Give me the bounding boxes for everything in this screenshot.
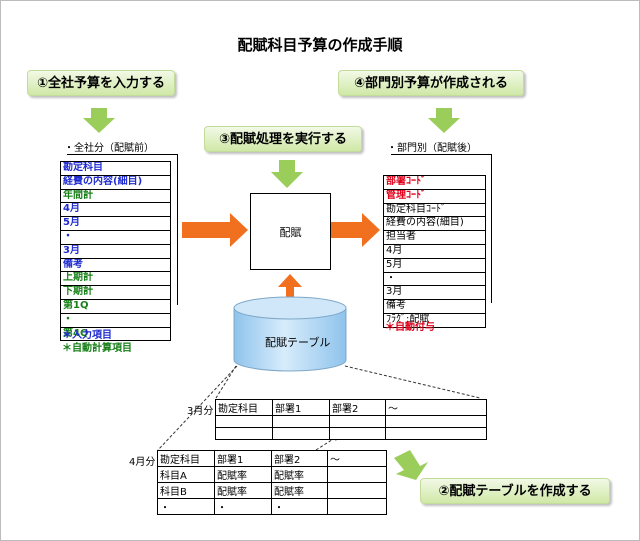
dept-list-row: 備考: [384, 300, 485, 314]
company-list-row: 4月: [61, 203, 170, 218]
table-cell: [329, 427, 386, 440]
company-list-row: 下期計: [61, 286, 170, 300]
table-cell: ・: [214, 498, 272, 515]
table-row: 科目B 配賦率 配賦率: [157, 482, 387, 499]
connector-cylinder-to-april: [157, 365, 238, 451]
legend-auto-calc-items: ＊自動計算項目: [62, 343, 132, 354]
company-list: 勘定科目 経費の内容(細目) 年間計 4月 5月 ・ 3月 備考 上期計 下期計…: [60, 161, 171, 342]
green-down-arrow-step1: [83, 108, 115, 133]
diagram-title: 配賦科目予算の作成手順: [237, 36, 403, 54]
dept-list-row: 勘定科目ｺｰﾄﾞ: [384, 204, 485, 218]
table-cell: [272, 427, 330, 440]
dept-list-row: ・: [384, 273, 485, 287]
table-header-cell: 勘定科目: [215, 399, 273, 416]
legend-input-items: ＊入力項目: [62, 330, 112, 341]
table-cell: 配賦率: [214, 482, 272, 499]
company-list-row: 第1Q: [61, 300, 170, 314]
step-4-dept-budget-created: ④部門別予算が作成される: [338, 70, 524, 96]
company-list-row: 第4Q: [63, 327, 89, 339]
table-cell: [327, 498, 387, 515]
table-header-cell: 部署2: [329, 399, 386, 416]
table-cell: 配賦率: [271, 466, 328, 483]
table-cell: [327, 466, 387, 483]
company-list-back-sheet: [67, 154, 178, 305]
table-cell: [329, 415, 386, 428]
orange-arrow-to-dept: [331, 213, 380, 247]
table-cell: ・: [157, 498, 215, 515]
green-diagonal-arrow-step2: [394, 450, 428, 480]
company-list-row: 5月: [61, 217, 170, 231]
step-2-create-allocation-table: ②配賦テーブルを作成する: [420, 478, 610, 504]
company-list-row: ・: [61, 314, 170, 328]
dept-list: 部署ｺｰﾄﾞ 管理ｺｰﾄﾞ 勘定科目ｺｰﾄﾞ 経費の内容(細目) 担当者 4月 …: [383, 175, 486, 328]
green-down-arrow-step3: [271, 160, 303, 188]
table-cell: [272, 415, 330, 428]
table-april-label: 4月分: [129, 457, 156, 468]
dept-list-row: 4月: [384, 245, 485, 259]
company-list-row: 3月: [61, 245, 170, 259]
dept-list-row: 担当者: [384, 231, 485, 245]
table-cell: [385, 415, 487, 428]
table-header-cell: 〜: [385, 399, 487, 416]
table-row: [215, 415, 487, 428]
dept-list-back-sheet: [391, 154, 492, 303]
green-down-arrow-step4: [428, 108, 460, 133]
table-cell: [215, 427, 273, 440]
company-list-row: ・: [61, 231, 170, 245]
table-row: [215, 427, 487, 440]
dept-list-row: 管理ｺｰﾄﾞ: [384, 190, 485, 204]
legend-auto-assigned: ＊自動付与: [385, 322, 435, 333]
table-header-cell: 部署1: [272, 399, 330, 416]
table-cell: 科目A: [157, 466, 215, 483]
table-header-cell: 部署1: [214, 450, 272, 467]
table-header-cell: 勘定科目: [157, 450, 215, 467]
dept-list-row: 部署ｺｰﾄﾞ: [384, 176, 485, 190]
table-cell: [385, 427, 487, 440]
table-cell: 科目B: [157, 482, 215, 499]
step-1-input-company-budget: ①全社予算を入力する: [27, 70, 175, 96]
table-header-cell: 部署2: [271, 450, 328, 467]
table-cell: ・: [271, 498, 328, 515]
table-march: 勘定科目 部署1 部署2 〜: [215, 399, 487, 440]
allocation-table-cylinder: [233, 296, 347, 372]
table-row: ・ ・ ・: [157, 498, 387, 515]
dept-list-row: 5月: [384, 259, 485, 273]
table-row: 科目A 配賦率 配賦率: [157, 466, 387, 483]
company-list-caption: ・全社分（配賦前）: [64, 143, 154, 154]
dept-list-caption: ・部門別（配賦後）: [387, 143, 477, 154]
dept-list-row: 3月: [384, 286, 485, 301]
table-cell: [327, 482, 387, 499]
table-header-cell: 〜: [327, 450, 387, 467]
company-list-row: 経費の内容(細目): [61, 176, 170, 190]
table-cell: 配賦率: [214, 466, 272, 483]
table-header-row: 勘定科目 部署1 部署2 〜: [215, 399, 487, 416]
company-list-row: 上期計: [61, 272, 170, 287]
dept-list-row: 経費の内容(細目): [384, 217, 485, 232]
orange-up-arrow: [278, 274, 302, 300]
table-march-label: 3月分: [187, 406, 214, 417]
connector-cylinder-to-march-right: [344, 365, 481, 399]
table-april: 勘定科目 部署1 部署2 〜 科目A 配賦率 配賦率 科目B 配賦率 配賦率 ・…: [157, 450, 387, 515]
table-header-row: 勘定科目 部署1 部署2 〜: [157, 450, 387, 467]
company-list-row: 勘定科目: [61, 162, 170, 176]
allocation-table-label: 配賦テーブル: [265, 336, 331, 349]
table-cell: 配賦率: [271, 482, 328, 499]
table-cell: [215, 415, 273, 428]
allocation-process-box: 配賦: [250, 193, 331, 270]
orange-arrow-to-process: [182, 213, 248, 247]
dept-list-row: ﾌﾗｸﾞ:配賦: [386, 313, 430, 325]
step-3-run-allocation: ③配賦処理を実行する: [204, 126, 362, 152]
company-list-row: 年間計: [61, 190, 170, 204]
company-list-row: 備考: [61, 259, 170, 273]
